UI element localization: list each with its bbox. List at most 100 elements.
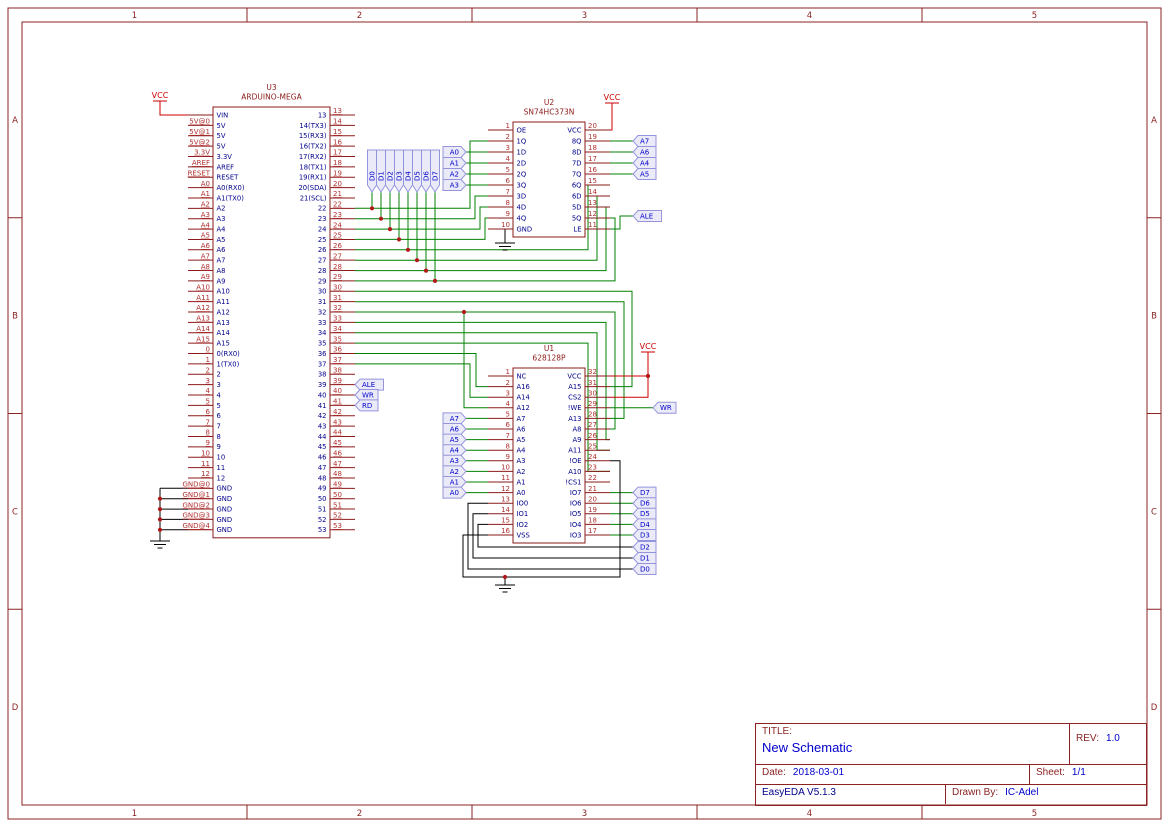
svg-text:A0: A0 <box>450 489 459 497</box>
net-flag-D5[interactable]: D5 <box>412 149 422 193</box>
svg-text:D4: D4 <box>640 521 650 529</box>
svg-text:14: 14 <box>588 188 597 196</box>
net-flag-D0[interactable]: D0 <box>367 149 377 193</box>
svg-text:!OE: !OE <box>569 457 581 465</box>
svg-text:44: 44 <box>333 429 342 437</box>
net-flag-D2[interactable]: D2 <box>385 149 395 193</box>
svg-text:48: 48 <box>333 470 342 478</box>
svg-text:A12: A12 <box>517 404 530 412</box>
vcc-flag[interactable]: VCC <box>152 91 169 102</box>
net-flag-D7[interactable]: D7 <box>632 486 657 499</box>
svg-text:A0: A0 <box>201 180 210 188</box>
net-flag-A1[interactable]: A1 <box>442 157 467 169</box>
rev-value[interactable]: 1.0 <box>1105 733 1120 744</box>
svg-text:A7: A7 <box>640 137 649 145</box>
net-flag-A4[interactable]: A4 <box>632 157 657 169</box>
svg-text:WR: WR <box>660 404 672 412</box>
svg-text:A0: A0 <box>517 489 526 497</box>
net-flag-A0[interactable]: A0 <box>442 146 467 158</box>
net-flag-D5[interactable]: D5 <box>632 507 657 520</box>
net-flag-A1[interactable]: A1 <box>442 476 467 488</box>
svg-text:30: 30 <box>333 283 342 291</box>
svg-text:51: 51 <box>333 501 342 509</box>
net-flag-D3[interactable]: D3 <box>394 149 404 193</box>
svg-text:A14: A14 <box>196 325 210 333</box>
net-flag-ALE[interactable]: ALE <box>354 378 384 391</box>
svg-text:A2: A2 <box>201 201 210 209</box>
net-flag-D2[interactable]: D2 <box>632 541 657 553</box>
vcc-flag[interactable]: VCC <box>604 93 621 104</box>
net-flag-A5[interactable]: A5 <box>442 433 467 446</box>
gnd-symbol[interactable] <box>495 584 515 593</box>
net-flag-D7[interactable]: D7 <box>430 149 440 193</box>
svg-text:46: 46 <box>333 449 342 457</box>
date-value[interactable]: 2018-03-01 <box>792 767 845 778</box>
net-flag-WR[interactable]: WR <box>652 401 677 414</box>
gnd-symbol[interactable] <box>150 540 170 549</box>
svg-text:12: 12 <box>201 470 210 478</box>
net-flag-A7[interactable]: A7 <box>442 412 467 425</box>
net-flag-A6[interactable]: A6 <box>442 423 467 435</box>
title-label: TITLE: <box>762 726 793 737</box>
net-flag-RD[interactable]: RD <box>354 399 379 412</box>
net-flag-A7[interactable]: A7 <box>632 135 657 147</box>
sheet-label: Sheet: <box>1036 767 1065 778</box>
date-label: Date: <box>762 767 786 778</box>
svg-text:17: 17 <box>333 149 342 157</box>
net-flag-D6[interactable]: D6 <box>632 497 657 510</box>
svg-text:29: 29 <box>588 400 597 408</box>
svg-text:4: 4 <box>807 809 812 819</box>
drawn-by-value[interactable]: IC-Adel <box>1005 787 1039 798</box>
svg-text:15: 15 <box>333 128 342 136</box>
svg-text:D6: D6 <box>423 171 431 181</box>
svg-text:A9: A9 <box>217 277 226 285</box>
svg-text:A7: A7 <box>517 415 526 423</box>
svg-text:A6: A6 <box>217 246 226 254</box>
svg-text:4Q: 4Q <box>517 214 527 222</box>
net-flag-D4[interactable]: D4 <box>403 149 413 193</box>
net-flag-A0[interactable]: A0 <box>442 486 467 499</box>
svg-text:A4: A4 <box>217 225 226 233</box>
gnd-symbol[interactable] <box>495 242 515 251</box>
net-flag-A2[interactable]: A2 <box>442 168 467 180</box>
net-flag-D6[interactable]: D6 <box>421 149 431 193</box>
svg-text:6: 6 <box>506 177 511 185</box>
svg-text:D3: D3 <box>396 171 404 181</box>
svg-text:GND: GND <box>217 505 233 513</box>
net-flag-A3[interactable]: A3 <box>442 179 467 191</box>
svg-text:18: 18 <box>588 144 597 152</box>
net-flag-A5[interactable]: A5 <box>632 168 657 180</box>
junction-dots <box>157 206 651 580</box>
net-flag-A3[interactable]: A3 <box>442 454 467 467</box>
svg-text:D3: D3 <box>640 531 650 539</box>
vcc-flag[interactable]: VCC <box>640 342 657 353</box>
net-flag-A4[interactable]: A4 <box>442 444 467 457</box>
sheet-value[interactable]: 1/1 <box>1071 767 1086 778</box>
svg-text:A13: A13 <box>217 319 230 327</box>
net-flag-WR[interactable]: WR <box>354 389 379 401</box>
svg-text:33: 33 <box>333 315 342 323</box>
svg-text:ARDUINO-MEGA: ARDUINO-MEGA <box>241 93 302 102</box>
svg-text:42: 42 <box>333 408 342 416</box>
svg-text:30: 30 <box>318 288 327 296</box>
net-flag-ALE[interactable]: ALE <box>632 210 662 222</box>
svg-text:GND: GND <box>217 485 233 493</box>
net-flag-D1[interactable]: D1 <box>376 149 386 193</box>
svg-text:A8: A8 <box>217 267 226 275</box>
svg-text:IO4: IO4 <box>570 521 582 529</box>
net-flag-D3[interactable]: D3 <box>632 529 657 541</box>
net-flag-D1[interactable]: D1 <box>632 552 657 564</box>
svg-text:14(TX3): 14(TX3) <box>299 122 326 130</box>
svg-text:31: 31 <box>588 379 597 387</box>
svg-text:4D: 4D <box>517 203 527 211</box>
net-flag-D0[interactable]: D0 <box>632 563 657 575</box>
net-flag-D4[interactable]: D4 <box>632 518 657 531</box>
svg-text:32: 32 <box>318 308 327 316</box>
net-flag-A6[interactable]: A6 <box>632 146 657 158</box>
schematic-title[interactable]: New Schematic <box>762 740 853 755</box>
net-flag-A2[interactable]: A2 <box>442 465 467 478</box>
